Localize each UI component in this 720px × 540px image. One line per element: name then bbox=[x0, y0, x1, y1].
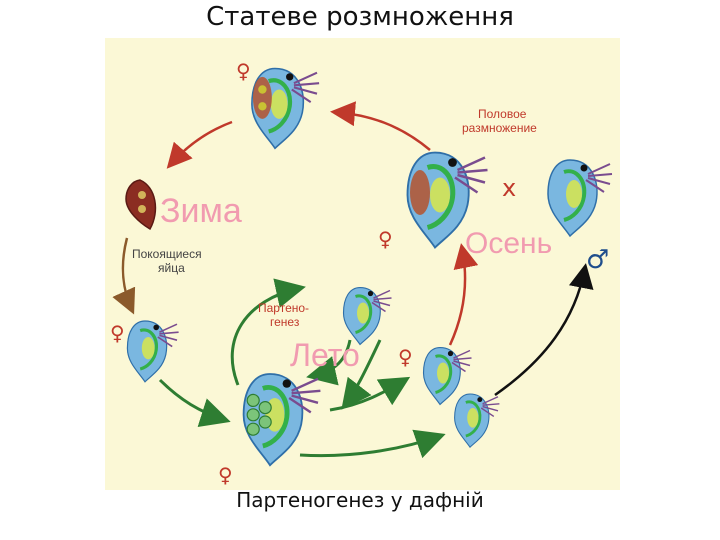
arrow-to-male bbox=[495, 268, 585, 395]
label-sexual-1: Половое bbox=[478, 107, 527, 121]
label-resting-1: Покоящиеся bbox=[132, 247, 202, 261]
female-symbol-autumn: ♀ bbox=[378, 227, 393, 251]
season-winter: Зима bbox=[160, 192, 242, 230]
daphnia-summer-small-3 bbox=[455, 394, 500, 447]
daphnia-summer-small-1 bbox=[344, 288, 392, 345]
label-sexual-2: размножение bbox=[462, 121, 537, 135]
label-resting-2: яйца bbox=[158, 261, 185, 275]
male-symbol: ♂ bbox=[586, 245, 609, 275]
arrow-eggs-to-female bbox=[123, 238, 132, 310]
season-autumn: Осень bbox=[465, 227, 552, 260]
female-symbol-bottom: ♀ bbox=[218, 463, 233, 487]
label-partheno-1: Партено- bbox=[258, 301, 309, 315]
arrow-top-to-winter bbox=[170, 122, 232, 165]
daphnia-summer-large bbox=[244, 374, 321, 465]
ephippium-eggs bbox=[126, 180, 155, 229]
female-symbol-top: ♀ bbox=[236, 59, 251, 83]
arrow-female-to-summer bbox=[160, 380, 225, 420]
arrow-to-autumn bbox=[450, 248, 465, 345]
daphnia-spring-female bbox=[127, 321, 178, 382]
season-summer: Лето bbox=[290, 337, 360, 373]
caption: Партеногенез у дафній bbox=[0, 488, 720, 512]
label-partheno-2: генез bbox=[270, 315, 300, 329]
daphnia-male bbox=[548, 160, 612, 236]
female-symbol-summer: ♀ bbox=[398, 345, 413, 369]
female-symbol-spring: ♀ bbox=[110, 321, 125, 345]
arrow-summer-right bbox=[330, 380, 405, 410]
arrow-autumn-to-top bbox=[335, 112, 430, 150]
arrow-summer-bottom bbox=[300, 436, 440, 456]
daphnia-winter-female bbox=[252, 69, 319, 149]
cross-symbol: x bbox=[502, 174, 516, 202]
